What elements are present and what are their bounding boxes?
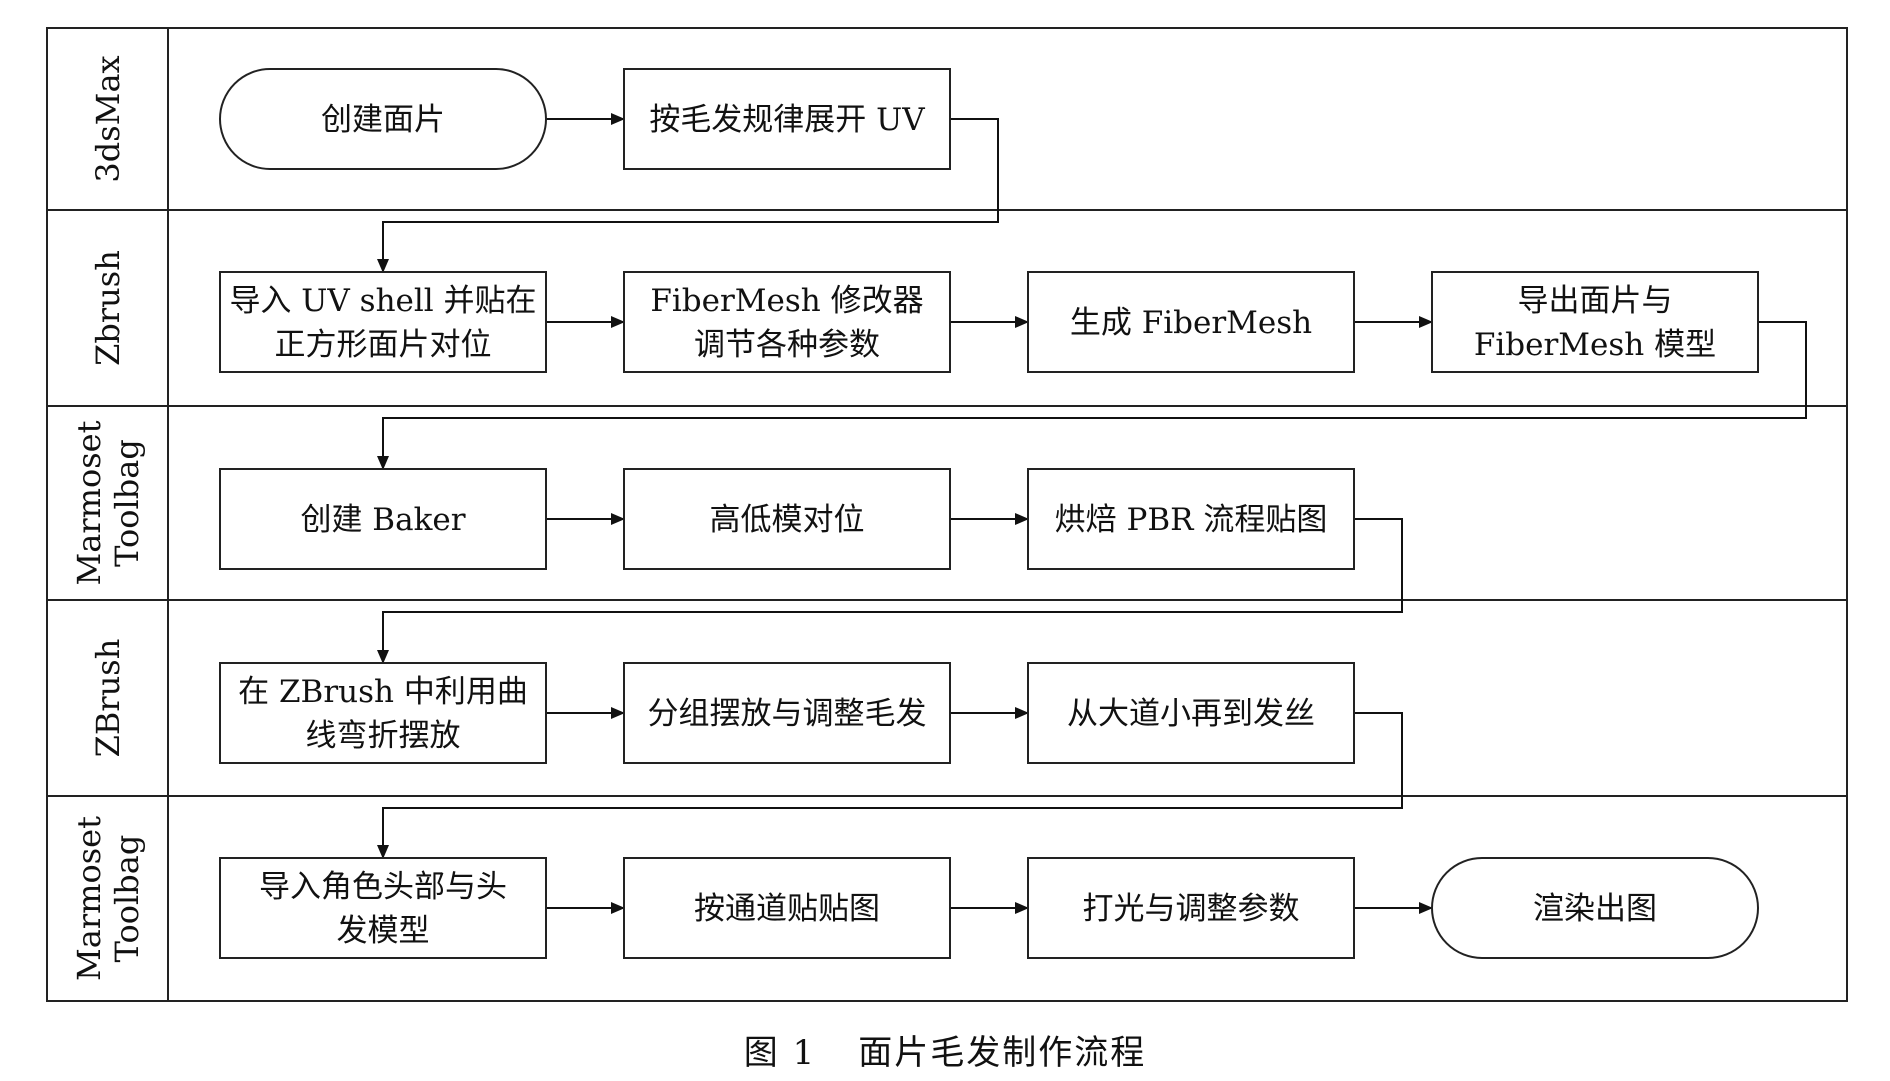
lane-label-line: Zbrush [89,250,127,366]
step-box [219,271,547,373]
flow-arrow [377,321,1807,470]
flow-arrow [377,118,999,273]
lane-label-line: Marmoset [70,816,108,981]
step-box [623,468,951,570]
step-box [1431,271,1759,373]
lane-label: Zbrush [89,250,127,366]
step-label-line: 分组摆放与调整毛发 [648,696,927,732]
step-label: 在 ZBrush 中利用曲线弯折摆放 [238,674,528,754]
step-label-line: 正方形面片对位 [275,327,492,363]
step-label-line: 从大道小再到发丝 [1067,696,1315,732]
step-label: 生成 FiberMesh [1070,305,1312,341]
process-step: 高低模对位 [623,468,951,570]
step-label: 导出面片与 FiberMesh 模型 [1474,283,1716,363]
process-step: 打光与调整参数 [1027,857,1355,959]
step-label-line: 发模型 [337,913,430,949]
step-box [623,68,951,170]
process-step: 在 ZBrush 中利用曲线弯折摆放 [219,662,547,764]
step-box [219,468,547,570]
step-label-line: 渲染出图 [1533,891,1657,927]
step-label: 高低模对位 [710,502,865,538]
step-box [1027,468,1355,570]
flow-arrow [377,712,1403,859]
step-label: 从大道小再到发丝 [1067,696,1315,732]
step-box [623,662,951,764]
process-step: 导入 UV shell 并贴在正方形面片对位 [219,271,547,373]
step-label-line: 按毛发规律展开 UV [649,102,925,138]
lane-label: ZBrush [89,639,127,758]
step-label-line: 在 ZBrush 中利用曲 [238,674,528,710]
step-label-line: FiberMesh 模型 [1474,327,1716,363]
swimlane-flowchart: 3dsMaxZbrushMarmosetToolbagZBrushMarmose… [46,27,1848,1002]
lane-label: MarmosetToolbag [70,420,146,585]
process-step: 创建 Baker [219,468,547,570]
step-box [623,857,951,959]
lane-label: 3dsMax [89,55,127,182]
step-label: 按通道贴贴图 [694,891,880,927]
swimlanes: 3dsMaxZbrushMarmosetToolbagZBrushMarmose… [47,55,1847,981]
step-label-line: FiberMesh 修改器 [650,283,923,319]
lane-label-line: ZBrush [89,639,127,758]
step-box [1431,857,1759,959]
step-label-line: 调节各种参数 [694,327,880,363]
step-label-line: 创建面片 [321,102,445,138]
step-label: 创建面片 [321,102,445,138]
flow-arrow [377,518,1403,664]
terminal-step: 创建面片 [219,68,547,170]
step-label-line: 创建 Baker [300,502,465,538]
lane-label-line: Toolbag [108,439,146,567]
lane-label: MarmosetToolbag [70,816,146,981]
lane-label-line: Marmoset [70,420,108,585]
step-label: 渲染出图 [1533,891,1657,927]
step-label: 导入 UV shell 并贴在正方形面片对位 [229,283,536,363]
figure-title: 面片毛发制作流程 [858,1033,1147,1073]
step-label-line: 按通道贴贴图 [694,891,880,927]
step-label-line: 导出面片与 [1518,283,1673,319]
step-box [219,68,547,170]
step-label: 烘焙 PBR 流程贴图 [1055,502,1328,538]
step-label-line: 导入角色头部与头 [259,869,507,905]
process-step: 烘焙 PBR 流程贴图 [1027,468,1355,570]
step-box [623,271,951,373]
step-label-line: 生成 FiberMesh [1070,305,1312,341]
step-label: 创建 Baker [300,502,465,538]
process-step: 按通道贴贴图 [623,857,951,959]
diagram-frame [46,27,1848,1002]
step-label: 按毛发规律展开 UV [649,102,925,138]
step-label: 分组摆放与调整毛发 [648,696,927,732]
step-label-line: 打光与调整参数 [1083,891,1300,927]
step-label: 导入角色头部与头发模型 [259,869,507,949]
flow-connectors [377,113,1807,914]
process-step: 导出面片与 FiberMesh 模型 [1431,271,1759,373]
process-step: 生成 FiberMesh [1027,271,1355,373]
flow-steps: 创建面片 按毛发规律展开 UV 导入 UV shell 并贴在正方形面片对位 Fibe… [219,68,1759,959]
figure-number: 图 1 [743,1033,817,1073]
step-box [219,857,547,959]
step-box [1027,271,1355,373]
terminal-step: 渲染出图 [1431,857,1759,959]
step-box [1027,662,1355,764]
step-label-line: 高低模对位 [710,502,865,538]
step-box [219,662,547,764]
step-label: FiberMesh 修改器调节各种参数 [650,283,923,363]
lane-label-line: Toolbag [108,835,146,963]
step-label: 打光与调整参数 [1083,891,1300,927]
step-box [1027,857,1355,959]
lane-label-line: 3dsMax [89,55,127,182]
process-step: 导入角色头部与头发模型 [219,857,547,959]
process-step: 按毛发规律展开 UV [623,68,951,170]
process-step: 分组摆放与调整毛发 [623,662,951,764]
step-label-line: 导入 UV shell 并贴在 [229,283,536,319]
process-step: 从大道小再到发丝 [1027,662,1355,764]
figure-caption: 图 1 面片毛发制作流程 [0,1025,1890,1074]
step-label-line: 线弯折摆放 [306,718,461,754]
step-label-line: 烘焙 PBR 流程贴图 [1055,502,1328,538]
process-step: FiberMesh 修改器调节各种参数 [623,271,951,373]
